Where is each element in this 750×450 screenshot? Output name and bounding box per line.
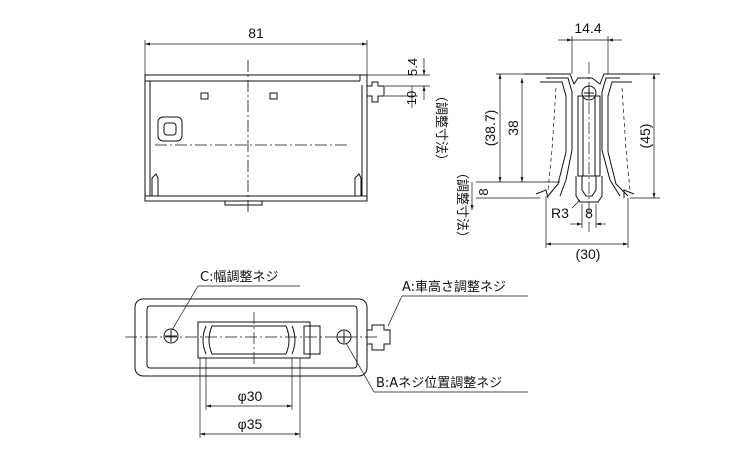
screw-c [163, 328, 179, 344]
dim-81: 81 [248, 25, 264, 41]
dim-45: (45) [637, 124, 653, 149]
dim-5-4: 5.4 [405, 58, 420, 76]
dim-10: 10 [404, 91, 419, 105]
roller-body-plan [134, 298, 368, 377]
dim-38: 38 [505, 120, 521, 136]
roller-body-front [144, 74, 368, 202]
plan-view [125, 285, 528, 438]
dim-r3: R3 [551, 205, 569, 221]
dim-phi-30: φ30 [238, 388, 263, 404]
dim-8-groove: 8 [585, 205, 593, 221]
dim-38-7: (38.7) [482, 110, 498, 147]
dim-30-base: (30) [576, 246, 601, 262]
adjust-note-front: （調整寸法） [433, 89, 448, 167]
dim-8-adjust: 8 [476, 188, 491, 195]
adjust-pin [367, 81, 385, 103]
adjust-note-side: （調整寸法） [454, 166, 469, 244]
screw-a [367, 324, 391, 351]
adjust-screw-window [157, 116, 183, 142]
callout-c-label: C:幅調整ネジ [200, 270, 278, 285]
dim-phi-35: φ35 [238, 416, 263, 432]
frame-profile [524, 73, 640, 86]
callout-b-label: B:Aネジ位置調整ネジ [376, 376, 502, 391]
front-view [144, 40, 430, 212]
dim-14-4: 14.4 [574, 20, 601, 36]
callout-a-label: A:車高さ調整ネジ [402, 279, 506, 295]
side-view [470, 36, 660, 248]
